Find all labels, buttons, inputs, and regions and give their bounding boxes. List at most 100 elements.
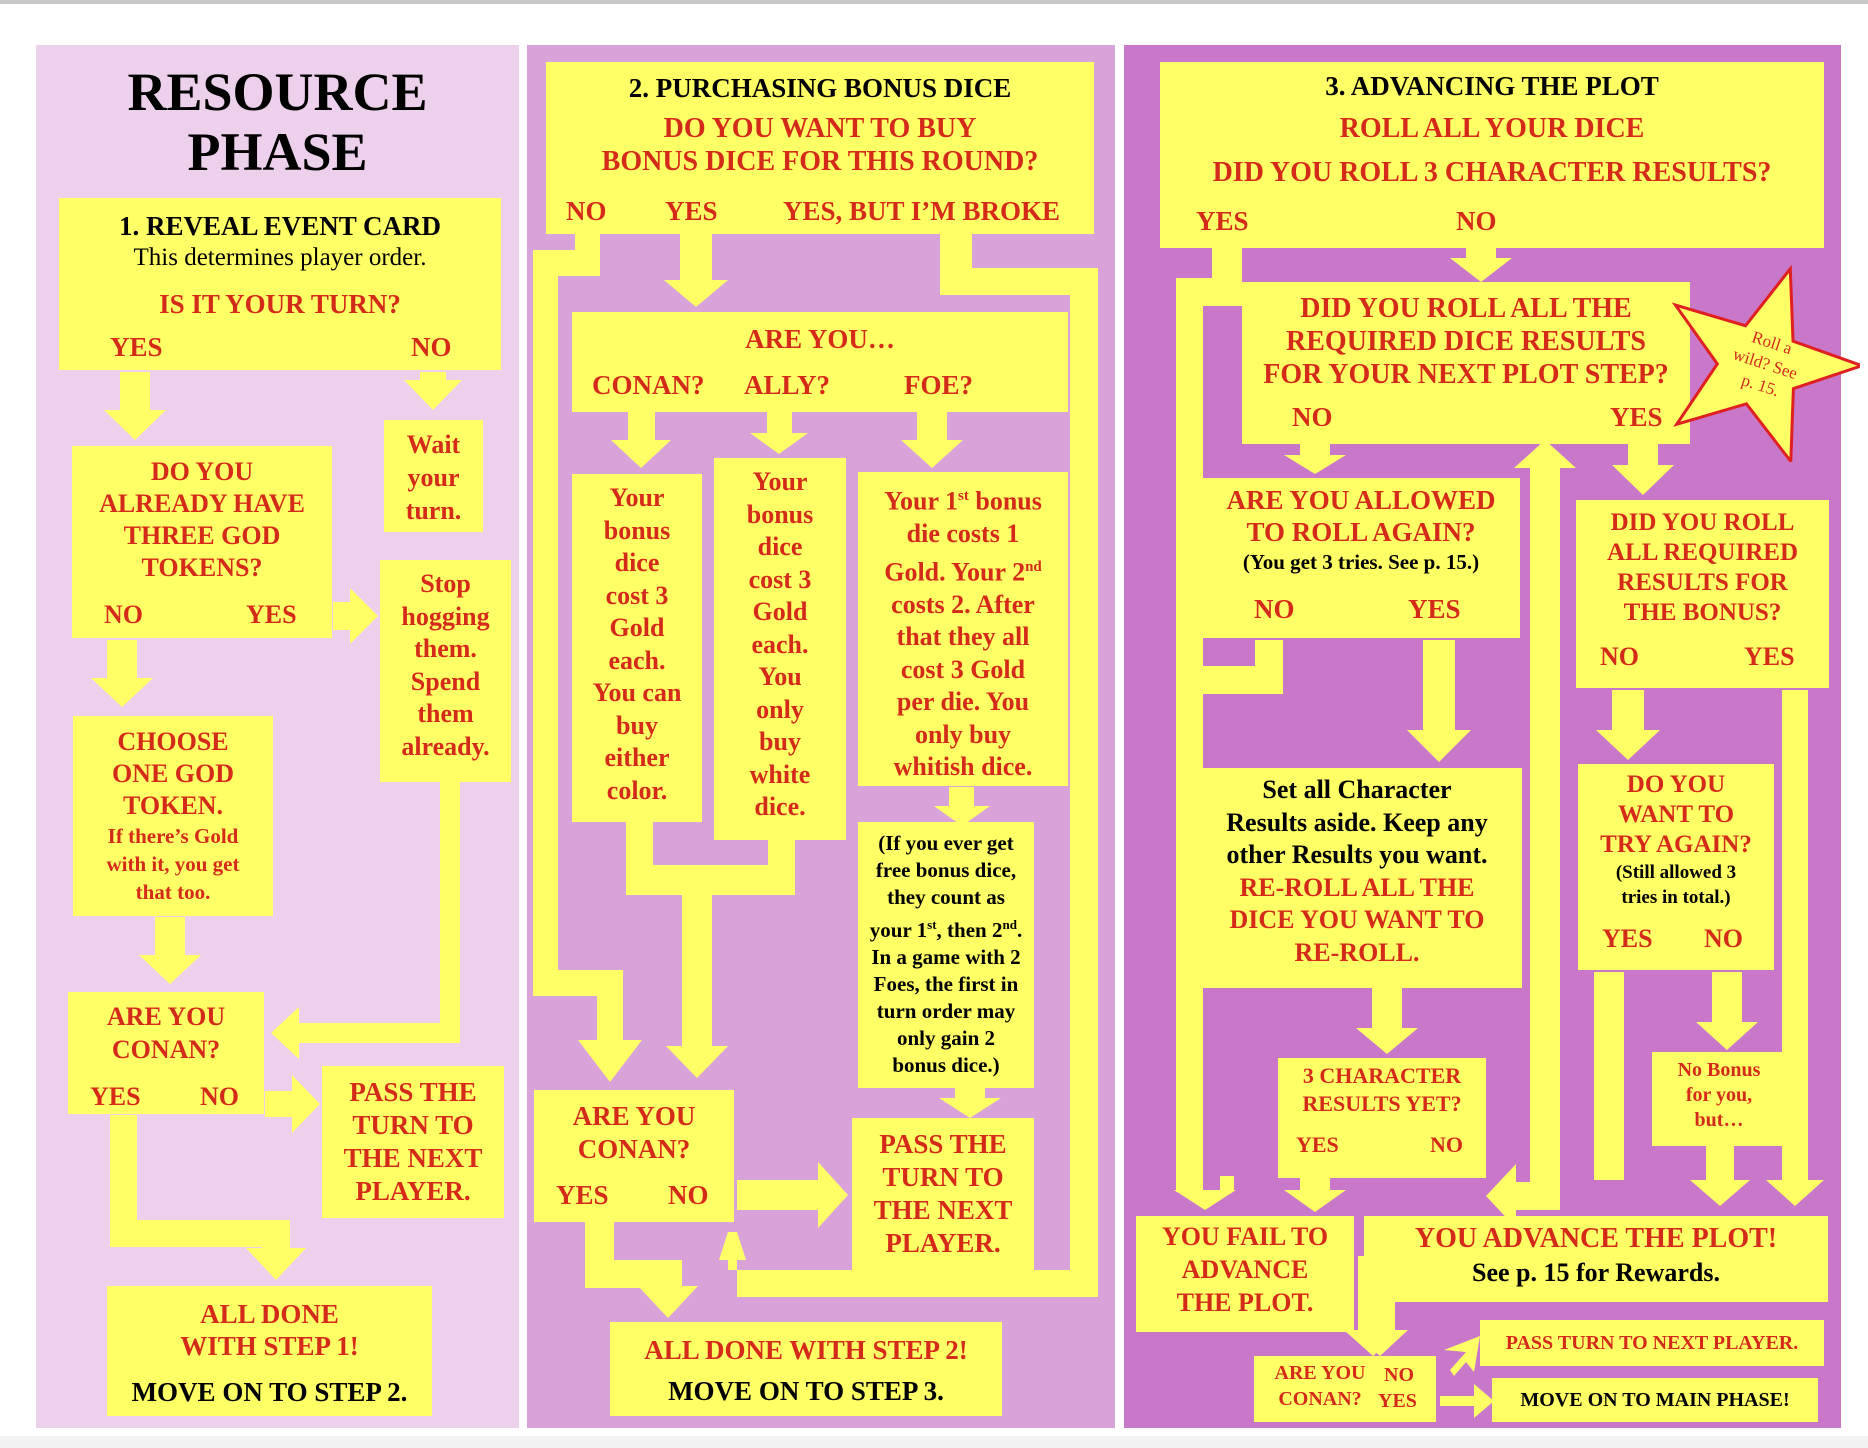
wait-line: Wait <box>406 430 461 459</box>
ally-cost-line: Gold <box>752 597 808 626</box>
free-note-text: your 1 <box>869 918 928 942</box>
god-tokens-line: TOKENS? <box>141 553 263 582</box>
pass-line: TURN TO <box>882 1162 1004 1192</box>
free-note-sup: nd <box>1002 917 1017 932</box>
stop-line: hogging <box>401 601 490 631</box>
bonus-no: NO <box>566 196 607 226</box>
required-no: NO <box>1292 402 1333 432</box>
pass-turn-box: PASS THE TURN TO THE NEXT PLAYER. <box>322 1066 504 1218</box>
move-to-main: MOVE ON TO MAIN PHASE! <box>1520 1389 1790 1411</box>
free-dice-note-box: (If you ever get free bonus dice, they c… <box>858 822 1034 1088</box>
foe-cost-line: Gold. Your 2nd <box>858 551 1068 589</box>
free-note-line: In a game with 2 <box>871 945 1021 969</box>
stop-line: them. <box>414 634 477 663</box>
allowed-again-box: ARE YOU ALLOWED TO ROLL AGAIN? (You get … <box>1202 478 1520 638</box>
foe-cost-sup: st <box>958 488 969 504</box>
allowed-yes: YES <box>1408 594 1461 624</box>
bonus-line: DID YOU ROLL <box>1610 509 1795 536</box>
stop-line: already. <box>401 731 490 761</box>
allowed-line: TO ROLL AGAIN? <box>1246 517 1476 547</box>
conan-cost-box: Your bonus dice cost 3 Gold each. You ca… <box>572 474 702 822</box>
final-conan-yes: YES <box>1378 1390 1417 1412</box>
free-note-line: only gain 2 <box>896 1026 996 1050</box>
wait-line: turn. <box>405 496 462 525</box>
stop-hogging-box: Stop hogging them. Spend them already. <box>380 560 511 782</box>
bonus-yes: YES <box>665 196 718 226</box>
character-yet-no: NO <box>1430 1132 1463 1157</box>
foe-cost-line: cost 3 Gold <box>900 654 1026 684</box>
bonus-yes-label: YES <box>1744 642 1795 671</box>
set-aside-line: other Results you want. <box>1226 840 1488 869</box>
required-line: REQUIRED DICE RESULTS <box>1286 326 1646 357</box>
free-note-text: . <box>1016 918 1023 942</box>
bonus-line: THE BONUS? <box>1623 599 1782 626</box>
conan-cost-line: dice <box>614 548 660 577</box>
advancing-header-box: 3. ADVANCING THE PLOT ROLL ALL YOUR DICE… <box>1160 62 1824 248</box>
ally-cost-line: dice <box>757 532 803 561</box>
conan-cost-line: bonus <box>603 515 671 545</box>
done-line: ALL DONE <box>200 1299 339 1329</box>
character-question: DID YOU ROLL 3 CHARACTER RESULTS? <box>1212 157 1772 188</box>
god-tokens-line: DO YOU <box>150 457 254 486</box>
conan-cost-line: Your <box>609 483 665 512</box>
fail-line: YOU FAIL TO <box>1161 1222 1329 1251</box>
set-aside-line: Results aside. Keep any <box>1226 807 1488 837</box>
phase-title: RESOURCE PHASE <box>36 62 519 182</box>
step-1-done-box: ALL DONE WITH STEP 1! MOVE ON TO STEP 2. <box>107 1286 432 1416</box>
bonus-no-label: NO <box>1600 642 1639 671</box>
header-3-yes: YES <box>1196 206 1249 236</box>
top-border <box>0 0 1868 4</box>
conan-cost-line: You can <box>592 678 682 707</box>
ally-cost-line: You <box>758 662 802 691</box>
fail-line: ADVANCE <box>1181 1255 1309 1284</box>
move-to-step-2: MOVE ON TO STEP 2. <box>131 1377 408 1407</box>
ally-cost-line: only <box>756 694 804 724</box>
pass-turn-box-2: PASS THE TURN TO THE NEXT PLAYER. <box>852 1118 1034 1274</box>
conan-line: ARE YOU <box>572 1101 696 1131</box>
try-again-line: DO YOU <box>1626 771 1726 798</box>
foe-cost-line: only buy <box>914 719 1012 749</box>
reroll-line: RE-ROLL ALL THE <box>1239 872 1475 902</box>
reroll-line: RE-ROLL. <box>1294 937 1420 967</box>
fail-line: THE PLOT. <box>1176 1288 1314 1317</box>
step-1-subtitle: This determines player order. <box>133 244 427 271</box>
ally-cost-line: buy <box>759 727 801 756</box>
god-tokens-no: NO <box>104 600 143 629</box>
free-note-line: turn order may <box>876 999 1016 1023</box>
set-aside-line: Set all Character <box>1262 775 1452 804</box>
allowed-line: ARE YOU ALLOWED <box>1226 485 1496 515</box>
bonus-line: ALL REQUIRED <box>1606 539 1798 566</box>
ally-cost-line: cost 3 <box>748 564 812 594</box>
roll-wild-star: Roll a wild? See p. 15. <box>1671 264 1860 462</box>
choose-line: CHOOSE <box>117 727 229 756</box>
free-note-line: your 1st, then 2nd. <box>858 911 1034 944</box>
advance-note: See p. 15 for Rewards. <box>1472 1258 1720 1287</box>
star-shape <box>1671 264 1860 462</box>
ally-cost-box: Your bonus dice cost 3 Gold each. You on… <box>714 458 846 840</box>
no-bonus-line: for you, <box>1685 1084 1753 1106</box>
allowed-note: (You get 3 tries. See p. 15.) <box>1242 550 1480 574</box>
move-to-step-3: MOVE ON TO STEP 3. <box>668 1376 944 1406</box>
wait-box: Wait your turn. <box>384 420 483 532</box>
foe-cost-line: that they all <box>896 622 1030 652</box>
conan-line: CONAN? <box>111 1035 221 1064</box>
advance-box: YOU ADVANCE THE PLOT! See p. 15 for Rewa… <box>1364 1216 1828 1302</box>
ally-cost-line: bonus <box>746 499 814 529</box>
advance-title: YOU ADVANCE THE PLOT! <box>1414 1223 1778 1254</box>
foe-cost-sup: nd <box>1025 558 1042 575</box>
bonus-question: BONUS DICE FOR THIS ROUND? <box>601 146 1039 177</box>
header-3-no: NO <box>1456 206 1497 236</box>
required-yes: YES <box>1610 402 1663 432</box>
choose-line: ONE GOD <box>111 759 235 788</box>
choose-note: If there’s Gold <box>107 824 239 848</box>
conan-cost-line: cost 3 <box>605 580 669 610</box>
god-tokens-yes: YES <box>246 600 297 629</box>
bonus-broke: YES, BUT I’M BROKE <box>783 196 1061 226</box>
final-conan-line: ARE YOU <box>1274 1362 1366 1384</box>
choose-note: that too. <box>135 880 211 904</box>
character-yet-box: 3 CHARACTER RESULTS YET? <box>1278 1058 1486 1178</box>
conan-2-yes: YES <box>556 1180 609 1210</box>
foe-cost-text: Your 1 <box>884 486 959 516</box>
foe-cost-text: Gold. Your 2 <box>884 557 1026 587</box>
conan-2-no: NO <box>668 1180 709 1210</box>
